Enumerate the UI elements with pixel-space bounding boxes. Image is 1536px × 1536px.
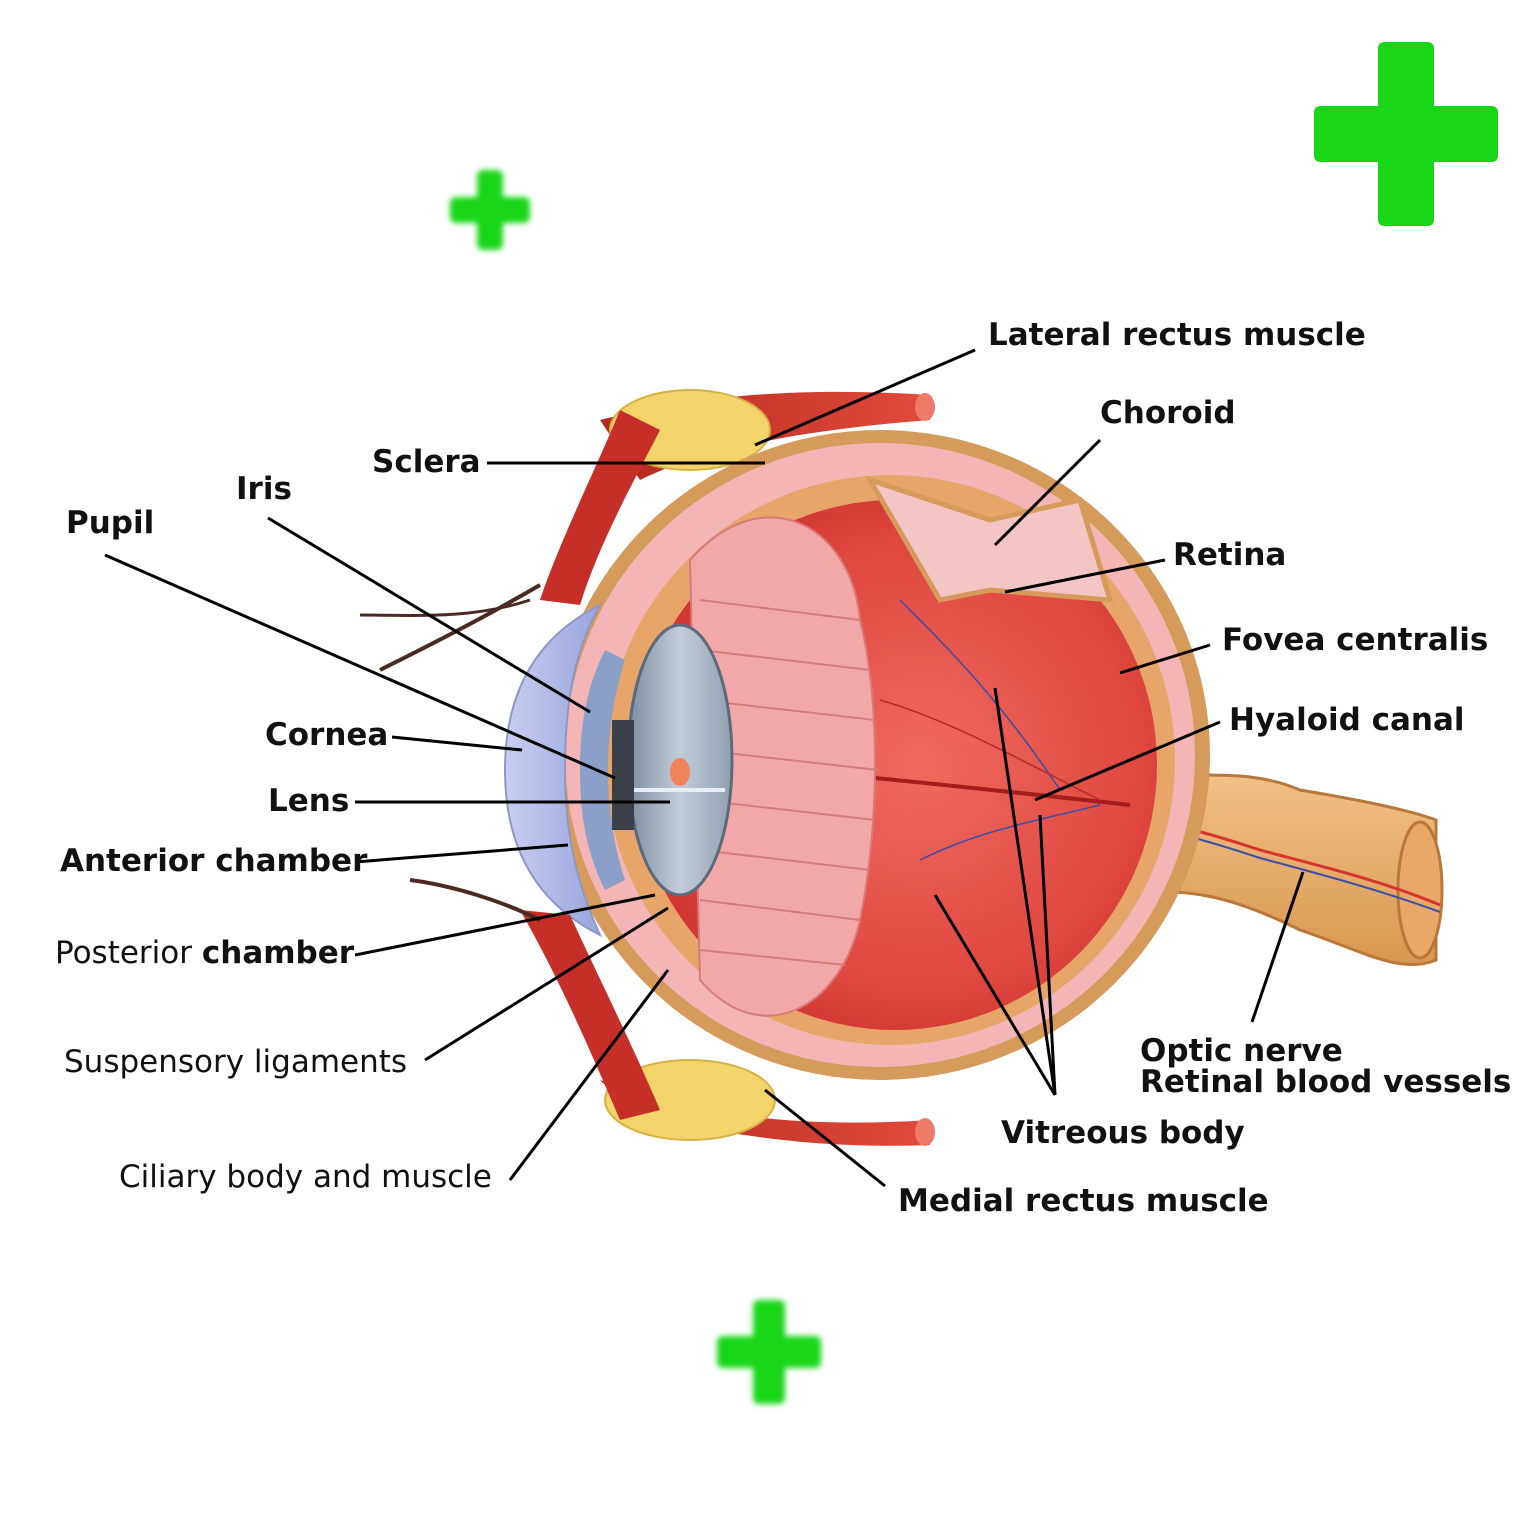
lens-shape [626, 623, 734, 897]
label-posterior-word: Posterior [55, 935, 193, 971]
leader-lines [104, 348, 1305, 1188]
label-retinal-blood-vessels: Retinal blood vessels [1140, 1064, 1512, 1100]
label-lateral-rectus-muscle: Lateral rectus muscle [988, 317, 1366, 353]
plus-icon-small-top [450, 170, 530, 250]
label-hyaloid-canal: Hyaloid canal [1229, 702, 1465, 738]
label-suspensory-ligaments: Suspensory ligaments [64, 1044, 408, 1080]
label-pupil: Pupil [66, 505, 155, 541]
label-lens: Lens [268, 783, 350, 819]
plus-icon-large [1314, 42, 1498, 226]
cornea-shape [503, 602, 634, 938]
label-iris: Iris [236, 471, 292, 507]
eyelid-shapes [359, 410, 660, 1120]
label-retina: Retina [1173, 537, 1287, 573]
label-anterior-chamber: Anterior chamber [60, 843, 368, 879]
ciliary-frills [688, 516, 879, 1017]
label-optic-nerve: Optic nerve [1140, 1033, 1343, 1069]
label-medial-rectus-muscle: Medial rectus muscle [898, 1183, 1269, 1219]
label-chamber-word: chamber [201, 935, 355, 971]
medial-rectus-shape [600, 1080, 935, 1146]
label-cornea: Cornea [265, 717, 389, 753]
plus-icon-small-bottom [717, 1300, 821, 1404]
label-fovea-centralis: Fovea centralis [1222, 622, 1489, 658]
label-choroid: Choroid [1100, 395, 1236, 431]
label-posterior-chamber: Posterior chamber [55, 938, 354, 969]
fat-pads [604, 389, 776, 1141]
label-sclera: Sclera [372, 444, 481, 480]
label-ciliary-body-and-muscle: Ciliary body and muscle [119, 1159, 492, 1195]
label-vitreous-body: Vitreous body [1001, 1115, 1245, 1151]
